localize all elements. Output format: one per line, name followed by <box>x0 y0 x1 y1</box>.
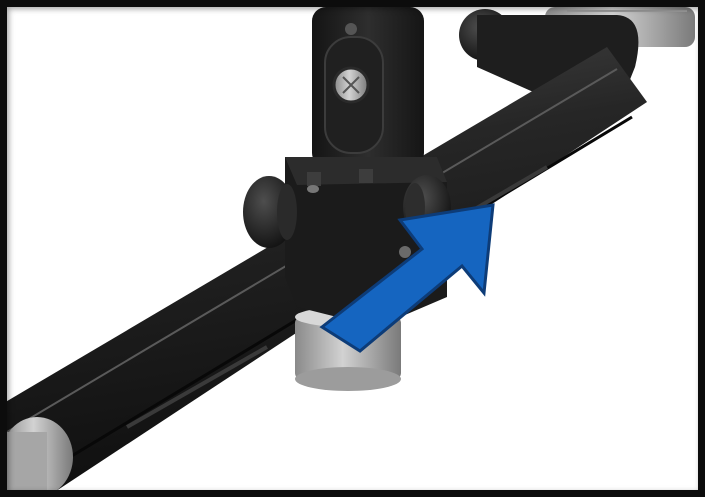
cylinder-bottom <box>295 367 401 391</box>
clamp-notch-left <box>307 172 321 186</box>
rod-slot <box>126 345 268 429</box>
column-pin <box>345 23 357 35</box>
vertical-column <box>312 7 424 167</box>
clamp-screw <box>307 185 319 193</box>
left-knob-hub <box>277 184 297 240</box>
arrow-up-right-icon <box>319 203 495 353</box>
end-cap-band <box>7 432 47 490</box>
left-knob <box>243 176 297 248</box>
rod-end-cap-bottom <box>7 417 73 490</box>
clamp-screw-side <box>399 246 411 258</box>
bolt-slot <box>342 76 360 94</box>
arrow-shape <box>319 203 495 353</box>
cad-render <box>7 7 695 490</box>
clamp-notch-right <box>359 169 373 183</box>
